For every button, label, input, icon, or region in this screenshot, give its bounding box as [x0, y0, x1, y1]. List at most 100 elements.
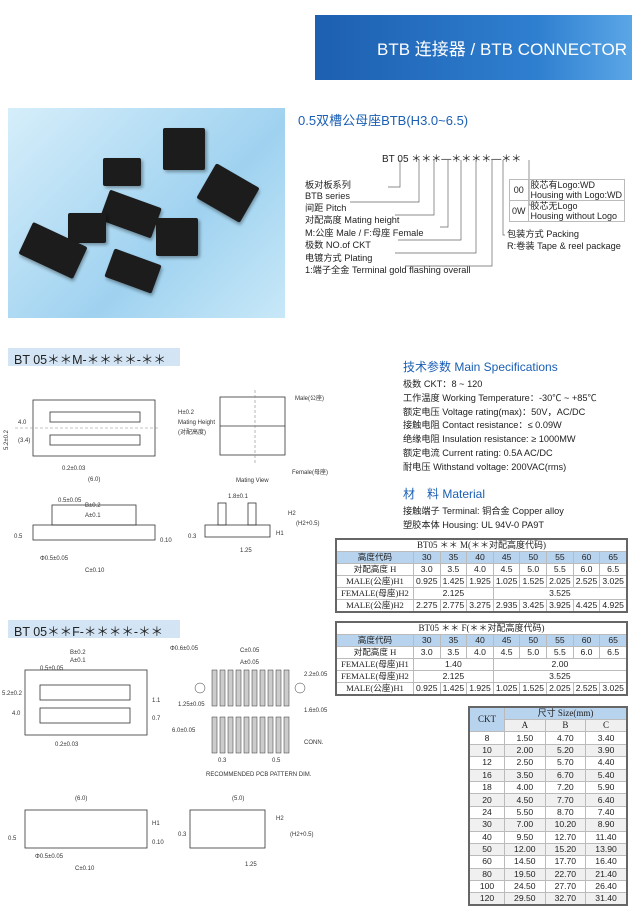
- cell: 17.70: [544, 855, 587, 869]
- cell: 1.425: [439, 682, 468, 696]
- cell: 29.50: [504, 892, 546, 906]
- dim-label: 0.5: [272, 758, 281, 764]
- product-photo: [8, 108, 285, 318]
- cell: 6.5: [599, 646, 628, 659]
- cell: 16: [468, 768, 506, 782]
- dim-label: H±0.2: [178, 410, 195, 416]
- dim-label: 0.5: [14, 534, 23, 540]
- row-label: FEMALE(母座)H2: [335, 587, 414, 600]
- cell: 4.40: [585, 756, 628, 770]
- cell: 2.025: [546, 575, 574, 588]
- dim-label: 0.3: [178, 832, 187, 838]
- table-caption: BT05 ＊＊ F(＊＊对配高度代码): [335, 621, 628, 635]
- height-code: 65: [599, 634, 628, 647]
- dim-label: 0.7: [152, 716, 161, 722]
- cell: 0.925: [412, 575, 441, 588]
- cell: 6.5: [599, 563, 628, 576]
- header-banner: BTB 连接器 / BTB CONNECTOR: [315, 15, 632, 80]
- dim-label: 5.2±0.2: [2, 691, 23, 697]
- cell: 7.40: [585, 805, 628, 820]
- dim-label: 4.0: [18, 420, 27, 426]
- dim-label: 0.2±0.03: [62, 466, 86, 472]
- code-label: 间距 Pitch: [305, 203, 347, 213]
- dim-label: 2.2±0.05: [304, 672, 328, 678]
- height-code: 65: [599, 551, 628, 564]
- cell: 4.70: [544, 731, 587, 745]
- cell: 3.5: [439, 646, 468, 659]
- header-title: BTB 连接器 / BTB CONNECTOR: [377, 40, 627, 59]
- height-code: 40: [466, 634, 494, 647]
- dim-label: 0.5±0.05: [40, 666, 64, 672]
- cell: 5.5: [546, 563, 574, 576]
- header-label: 高度代码: [335, 634, 414, 647]
- cell: 3.025: [599, 575, 628, 588]
- spec-item: 耐电压 Withstand voltage: 200VAC(rms): [403, 462, 567, 472]
- cell: 24: [468, 805, 506, 820]
- dim-label: CONN.: [304, 740, 324, 746]
- code-label: M:公座 Male / F:母座 Female: [305, 228, 424, 238]
- cell: 1.925: [466, 575, 494, 588]
- logo-code: 0W: [509, 200, 529, 222]
- height-code: 30: [412, 634, 441, 647]
- code-label: 极数 NO.of CKT: [305, 240, 371, 250]
- cell: 1.425: [439, 575, 468, 588]
- code-label: 板对板系列: [305, 180, 351, 190]
- spec-item: 极数 CKT：8 ~ 120: [403, 379, 483, 389]
- dim-label: Φ0.5±0.05: [40, 556, 69, 562]
- dim-label: C±0.10: [75, 866, 95, 872]
- cell: 2.525: [572, 682, 601, 696]
- dim-label: 0.3: [218, 758, 227, 764]
- cell: 4.425: [572, 599, 601, 613]
- dim-label: (6.0): [88, 477, 100, 483]
- dim-label: H2: [288, 511, 296, 517]
- cell: 1.525: [519, 682, 548, 696]
- dim-label: (对配高度): [178, 428, 206, 436]
- code-label: 1:端子全金 Terminal gold flashing overall: [305, 265, 471, 275]
- cell: 2.935: [492, 599, 521, 613]
- merged-cell: 2.125: [412, 670, 494, 683]
- cell: 40: [468, 830, 506, 844]
- logo-en: Housing with Logo:WD: [530, 190, 623, 200]
- dim-label: Male(公座): [295, 394, 324, 402]
- height-code: 50: [519, 634, 548, 647]
- dim-label: (H2+0.5): [296, 521, 320, 527]
- col-header: A: [504, 718, 546, 733]
- table-caption: BT05 ＊＊ M(＊＊对配高度代码): [335, 538, 628, 552]
- row-label: FEMALE(母座)H1: [335, 658, 414, 671]
- part-code: BT 05 ＊＊＊—＊＊＊＊—＊＊: [382, 154, 522, 165]
- dim-label: 6.0±0.05: [172, 728, 196, 734]
- cell: 11.40: [585, 830, 628, 844]
- dim-label: A±0.1: [85, 513, 101, 519]
- cell: 120: [468, 892, 506, 906]
- cell: 2.50: [504, 756, 546, 770]
- section-male-header: BT 05＊＊M-＊＊＊＊-＊＊: [8, 348, 180, 367]
- height-code: 50: [519, 551, 548, 564]
- cell: 3.90: [585, 743, 628, 758]
- spec-item: 额定电流 Current rating: 0.5A AC/DC: [403, 448, 553, 458]
- cell: 12.00: [504, 842, 546, 857]
- dim-label: Φ0.5±0.05: [35, 854, 64, 860]
- cell: 10.20: [544, 818, 587, 832]
- cell: 30: [468, 818, 506, 832]
- cell: 50: [468, 842, 506, 857]
- spec-item: 工作温度 Working Temperature：-30℃ ~ +85℃: [403, 393, 597, 403]
- row-label: FEMALE(母座)H2: [335, 670, 414, 683]
- product-title: 0.5双槽公母座BTB(H3.0~6.5): [298, 113, 469, 128]
- cell: 4.50: [504, 793, 546, 807]
- specs-heading: 技术参数 Main Specifications: [403, 360, 558, 374]
- dim-label: 1.25±0.05: [178, 702, 205, 708]
- logo-cn: 胶芯无Logo: [530, 201, 578, 211]
- height-code: 55: [546, 634, 574, 647]
- cell: 21.40: [585, 867, 628, 882]
- cell: 1.50: [504, 731, 546, 745]
- cell: 16.40: [585, 855, 628, 869]
- logo-cn: 胶芯有Logo:WD: [530, 180, 596, 190]
